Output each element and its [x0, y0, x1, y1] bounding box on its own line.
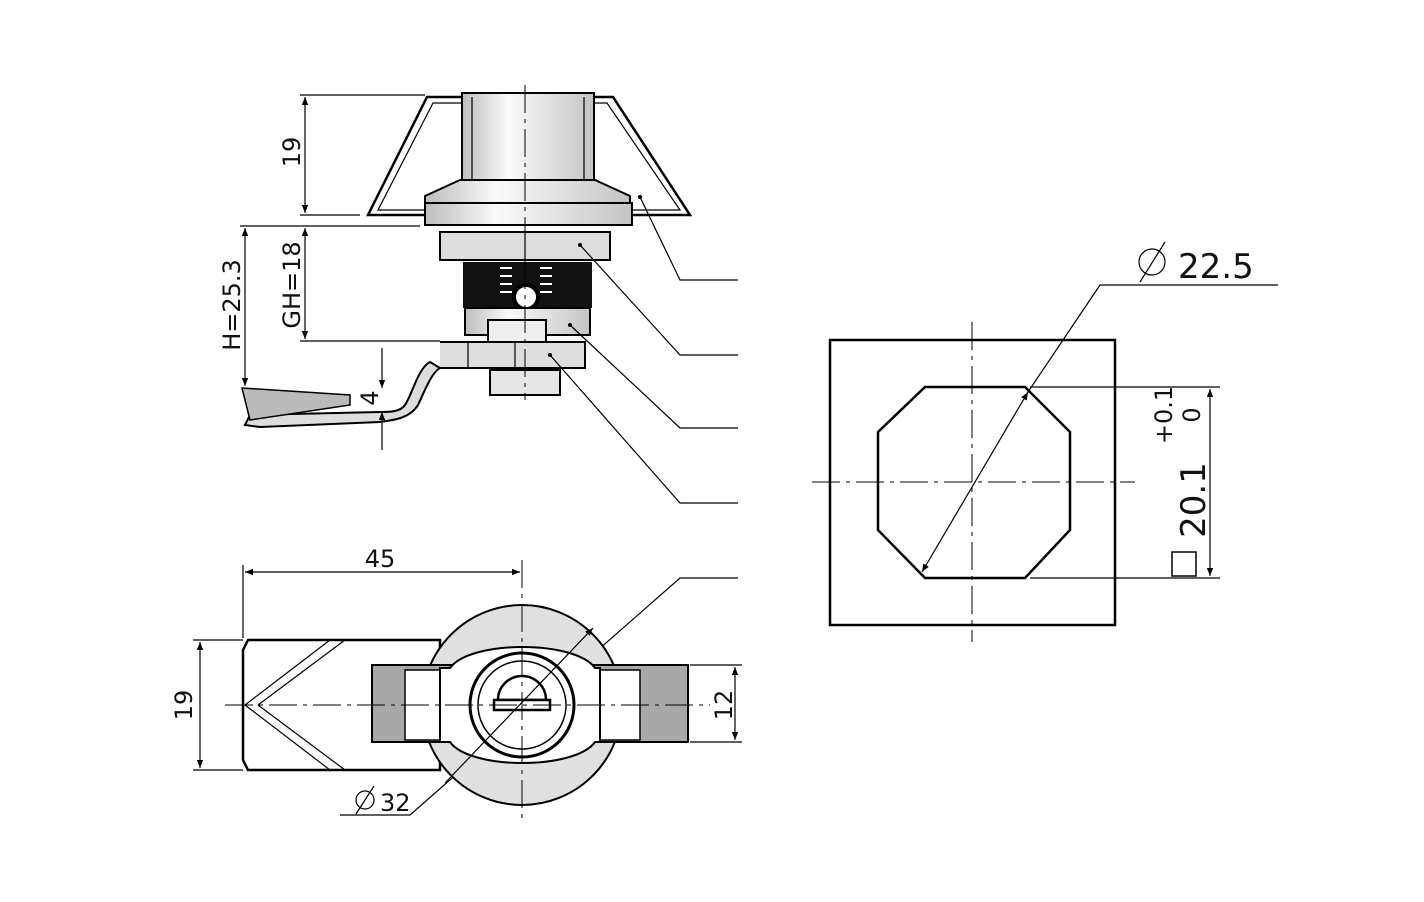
- knob-cylinder: [461, 92, 595, 189]
- dim-wing-width: 12: [710, 690, 738, 721]
- bottom-view: [225, 560, 710, 820]
- dim-cutout-diameter: 22.5: [1178, 247, 1254, 287]
- dim-square-size: 20.1: [1174, 462, 1214, 538]
- square-symbol-icon: [1171, 551, 1197, 577]
- tolerance-upper: +0.1: [1150, 386, 1178, 444]
- dim-h: H=25.3: [218, 259, 246, 351]
- collar-step: [424, 179, 631, 206]
- cutout-profile: [876, 385, 1072, 580]
- dim-length: 45: [365, 545, 396, 573]
- cutout-view: 22.5 20.1 +0.1 0: [812, 241, 1278, 642]
- dim-cam-width: 19: [170, 690, 198, 721]
- diameter-symbol-icon: [1138, 241, 1166, 283]
- tolerance-lower: 0: [1178, 407, 1206, 422]
- dim-hub-diameter: 32: [380, 789, 411, 817]
- front-dimensions: 19 GH=18 H=25.3 4: [218, 94, 440, 450]
- key-slot-icon: [496, 674, 548, 702]
- cam-plate: [241, 638, 442, 772]
- front-view: [241, 85, 693, 429]
- diameter-symbol-icon: [355, 785, 375, 815]
- dim-cam-thickness: 4: [356, 390, 384, 405]
- flange: [424, 202, 633, 226]
- dim-top-height: 19: [278, 137, 306, 168]
- bottom-dimensions: 45 19 12 32: [170, 545, 742, 817]
- dim-gh: GH=18: [278, 241, 306, 328]
- spring-pin: [512, 283, 540, 311]
- leader-lines: [340, 195, 738, 816]
